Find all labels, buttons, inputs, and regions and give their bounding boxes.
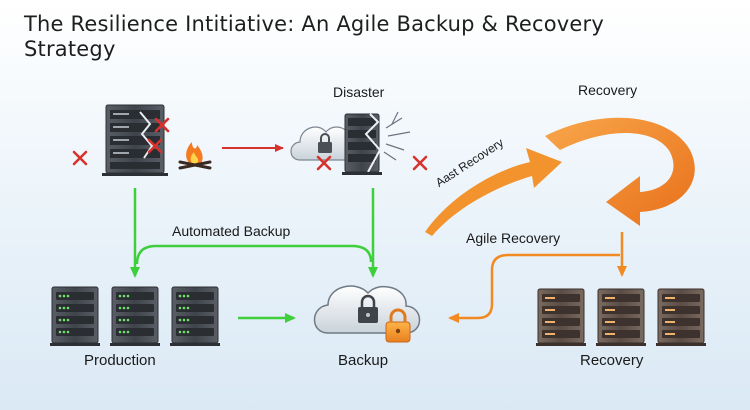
automated-backup-connector [135, 244, 373, 265]
server-rack-icon [595, 288, 647, 347]
recovery-servers [535, 288, 707, 347]
backup-cloud-icon [313, 285, 421, 343]
server-rack-icon [655, 288, 707, 347]
fire-icon [178, 142, 212, 170]
page-title: The Resilience Intitiative: An Agile Bac… [24, 12, 604, 61]
production-servers [49, 286, 221, 347]
disaster-label: Disaster [333, 84, 385, 100]
orange-recovery-arc [545, 117, 695, 226]
server-rack-icon [169, 286, 221, 347]
agile-recovery-label: Agile Recovery [466, 230, 561, 246]
server-rack-icon [49, 286, 101, 347]
backup-label: Backup [338, 352, 389, 369]
server-rack-icon [109, 286, 161, 347]
recovery-bottom-label: Recovery [580, 352, 644, 369]
automated-backup-label: Automated Backup [172, 223, 291, 239]
server-rack-icon [535, 288, 587, 347]
x-mark-icon [412, 155, 428, 171]
agile-recovery-connector [448, 253, 620, 323]
cracked-server-icon [342, 113, 382, 175]
padlock-icon [385, 308, 411, 343]
production-label: Production [84, 352, 156, 369]
damaged-server-icon [102, 104, 168, 176]
padlock-icon [358, 294, 378, 323]
recovery-top-label: Recovery [578, 82, 638, 98]
shatter-lines-icon [383, 111, 411, 161]
fast-recovery-arrow [425, 148, 562, 236]
x-mark-icon [72, 150, 88, 166]
